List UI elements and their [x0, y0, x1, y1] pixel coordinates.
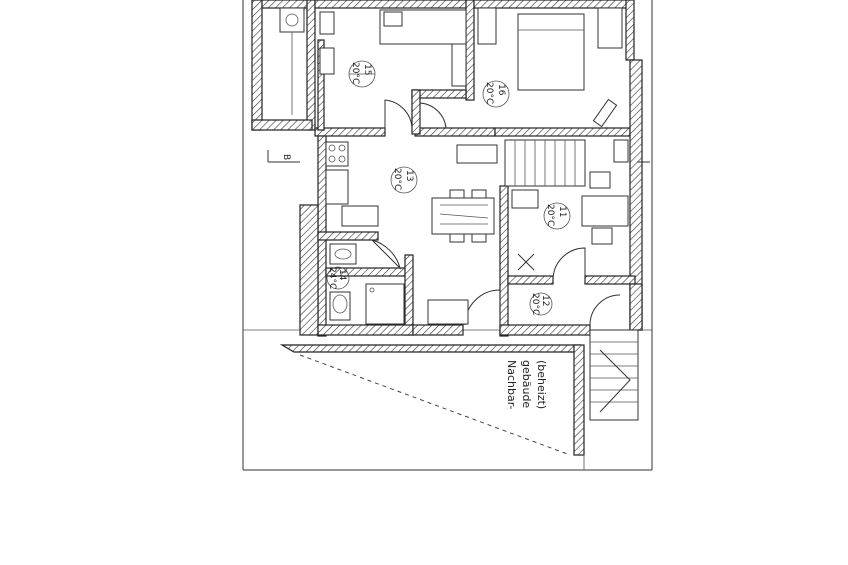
neighbour-label-line2: gebäude	[520, 360, 533, 408]
room-label-12: 12 20°C	[529, 292, 553, 316]
neighbour-label-line1: Nachbar-	[505, 360, 518, 410]
neighbour-label-line3: (beheizt)	[535, 360, 548, 409]
room-number-16: 16	[496, 84, 506, 96]
room-label-11: 11 20°C	[543, 202, 571, 230]
room-label-15: 15 20°C	[348, 60, 376, 88]
section-marker: B	[267, 150, 650, 163]
section-marker-label: B	[281, 154, 291, 160]
interior-stairs	[504, 139, 586, 187]
room-number-15: 15	[362, 64, 372, 75]
room-label-14: 14 24°C	[326, 266, 350, 290]
furniture-bathroom	[329, 243, 405, 325]
room-number-11: 11	[557, 206, 567, 217]
room-label-13: 13 20°C	[390, 166, 418, 194]
room-number-13: 13	[404, 170, 414, 181]
walls-top-section	[251, 0, 635, 137]
furniture-kitchen	[325, 141, 498, 325]
room-label-16: 16 20°C	[482, 80, 510, 108]
room-temp-14: 24°C	[327, 267, 337, 289]
furniture-office	[511, 139, 629, 271]
neighbour-label: Nachbar- gebäude (beheizt)	[505, 360, 548, 410]
room-temp-13: 20°C	[392, 168, 402, 190]
furniture-bedrooms	[279, 7, 623, 128]
walls-lower-section	[299, 135, 643, 337]
room-number-14: 14	[337, 269, 347, 281]
exterior-stairs	[589, 329, 639, 421]
room-temp-15: 20°C	[350, 62, 360, 84]
room-temp-11: 20°C	[545, 204, 555, 226]
neighbour-building	[279, 344, 585, 470]
room-number-12: 12	[540, 295, 550, 306]
room-temp-16: 20°C	[484, 82, 494, 104]
room-temp-12: 20°C	[530, 293, 540, 315]
